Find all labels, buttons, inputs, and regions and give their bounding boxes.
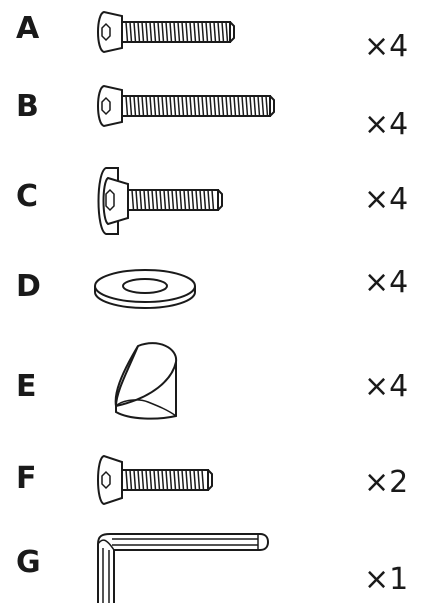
part-quantity: ×4 <box>364 182 409 217</box>
part-quantity: ×4 <box>364 369 409 404</box>
part-quantity: ×1 <box>364 562 409 597</box>
part-quantity: ×2 <box>364 465 409 500</box>
part-letter: B <box>16 89 39 124</box>
part-quantity: ×4 <box>364 107 409 142</box>
part-letter: G <box>16 545 41 580</box>
washer-icon <box>90 264 200 312</box>
part-letter: C <box>16 179 39 214</box>
flanged-screw-icon <box>92 164 232 238</box>
part-letter: A <box>16 11 40 46</box>
flat-head-screw-icon <box>92 8 242 56</box>
angled-cap-icon <box>108 340 188 422</box>
part-letter: D <box>16 269 41 304</box>
short-screw-icon <box>92 452 222 508</box>
part-letter: F <box>16 461 37 496</box>
long-flat-head-screw-icon <box>92 82 282 130</box>
hex-key-icon <box>92 530 272 603</box>
part-quantity: ×4 <box>364 29 409 64</box>
part-quantity: ×4 <box>364 265 409 300</box>
part-letter: E <box>16 369 37 404</box>
